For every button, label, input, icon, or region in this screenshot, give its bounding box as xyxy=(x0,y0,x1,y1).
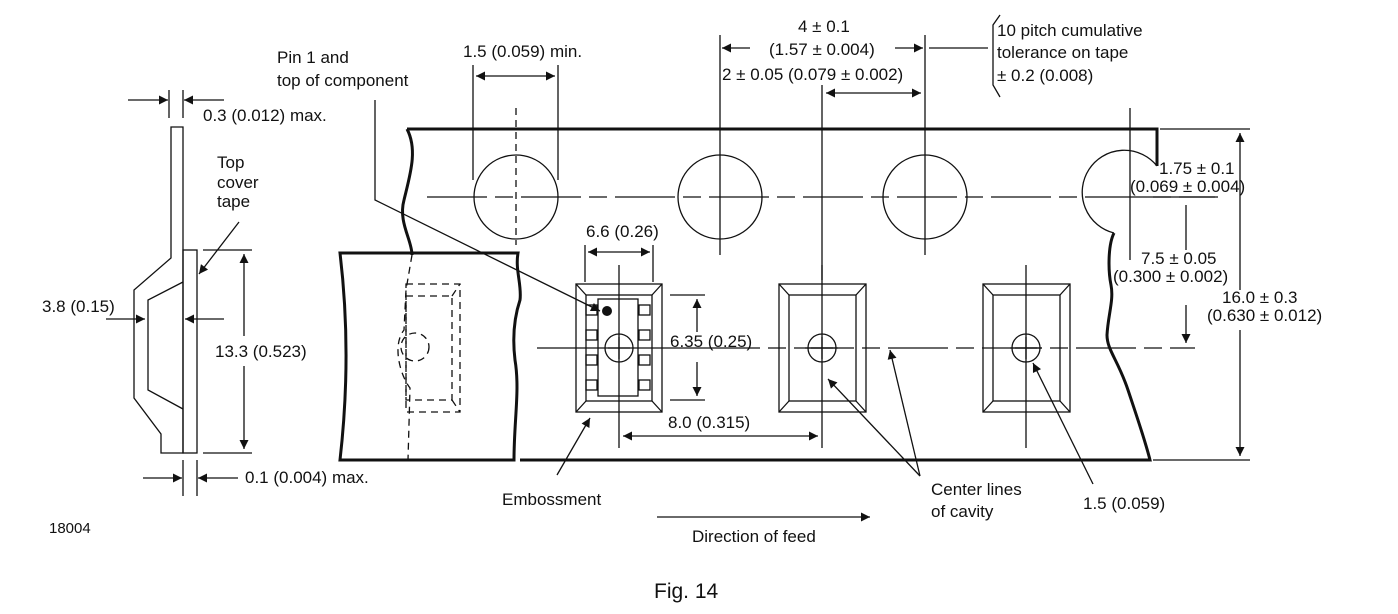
cavity-pitch-label: 8.0 (0.315) xyxy=(668,413,750,432)
embossment-label: Embossment xyxy=(502,490,601,509)
cavity-depth-label: 3.8 (0.15) xyxy=(42,297,115,316)
tape-width-label-2: (0.630 ± 0.012) xyxy=(1207,306,1322,325)
top-cover-tape-label-1: Top xyxy=(217,153,244,172)
embossment-leader xyxy=(556,417,591,476)
sprocket-hole-partial xyxy=(1081,149,1158,234)
pin1-leader xyxy=(374,100,601,312)
center-line-leader xyxy=(887,349,921,477)
center-lines-label-1: Center lines xyxy=(931,480,1022,499)
tape-thickness-label: 0.1 (0.004) max. xyxy=(245,468,369,487)
top-view xyxy=(338,14,1250,522)
tape-width-label-1: 16.0 ± 0.3 xyxy=(1222,288,1298,307)
cavity-width-label: 6.6 (0.26) xyxy=(586,222,659,241)
top-cover-tape-label-3: tape xyxy=(217,192,250,211)
hole-to-cavity-label-2: (0.300 ± 0.002) xyxy=(1113,267,1228,286)
cavity-hole-leader xyxy=(1032,362,1094,485)
hole-edge-label-1: 1.75 ± 0.1 xyxy=(1159,159,1235,178)
figure-caption: Fig. 14 xyxy=(654,580,719,603)
cover-tape-section xyxy=(182,249,198,454)
cavity-length-label: 6.35 (0.25) xyxy=(670,332,752,351)
cumulative-tol-label-2: tolerance on tape xyxy=(997,43,1128,62)
cover-tape-thickness-label: 0.3 (0.012) max. xyxy=(203,106,327,125)
cavity-with-component xyxy=(537,265,700,448)
cover-tape-width-label: 13.3 (0.523) xyxy=(215,342,307,361)
hole-edge-label-2: (0.069 ± 0.004) xyxy=(1130,177,1245,196)
feed-direction-label: Direction of feed xyxy=(692,527,816,546)
drawing-number: 18004 xyxy=(49,520,91,537)
tape-break-upper xyxy=(401,128,414,256)
cumulative-tol-label-3: ± 0.2 (0.008) xyxy=(997,66,1093,85)
hole-to-cavity-label-1: 7.5 ± 0.05 xyxy=(1141,249,1217,268)
cavity-inner-profile xyxy=(147,281,184,410)
cumulative-tol-label-1: 10 pitch cumulative xyxy=(997,21,1143,40)
center-line-leader xyxy=(827,378,921,477)
carrier-tape-profile xyxy=(133,126,184,454)
cavity-hole-label: 1.5 (0.059) xyxy=(1083,494,1165,513)
top-cover-tape-label-2: cover xyxy=(217,173,259,192)
hole-offset-label: 2 ± 0.05 (0.079 ± 0.002) xyxy=(722,65,903,84)
center-lines-label-2: of cavity xyxy=(931,502,994,521)
side-view xyxy=(106,90,252,496)
tape-leader-section xyxy=(338,251,522,462)
pitch-label-1: 4 ± 0.1 xyxy=(798,17,850,36)
pin1-label-1: Pin 1 and xyxy=(277,48,349,67)
hole-clearance-label: 1.5 (0.059) min. xyxy=(463,42,582,61)
pitch-label-2: (1.57 ± 0.004) xyxy=(769,40,875,59)
pin1-label-2: top of component xyxy=(277,71,409,90)
pin1-marker xyxy=(602,306,612,316)
